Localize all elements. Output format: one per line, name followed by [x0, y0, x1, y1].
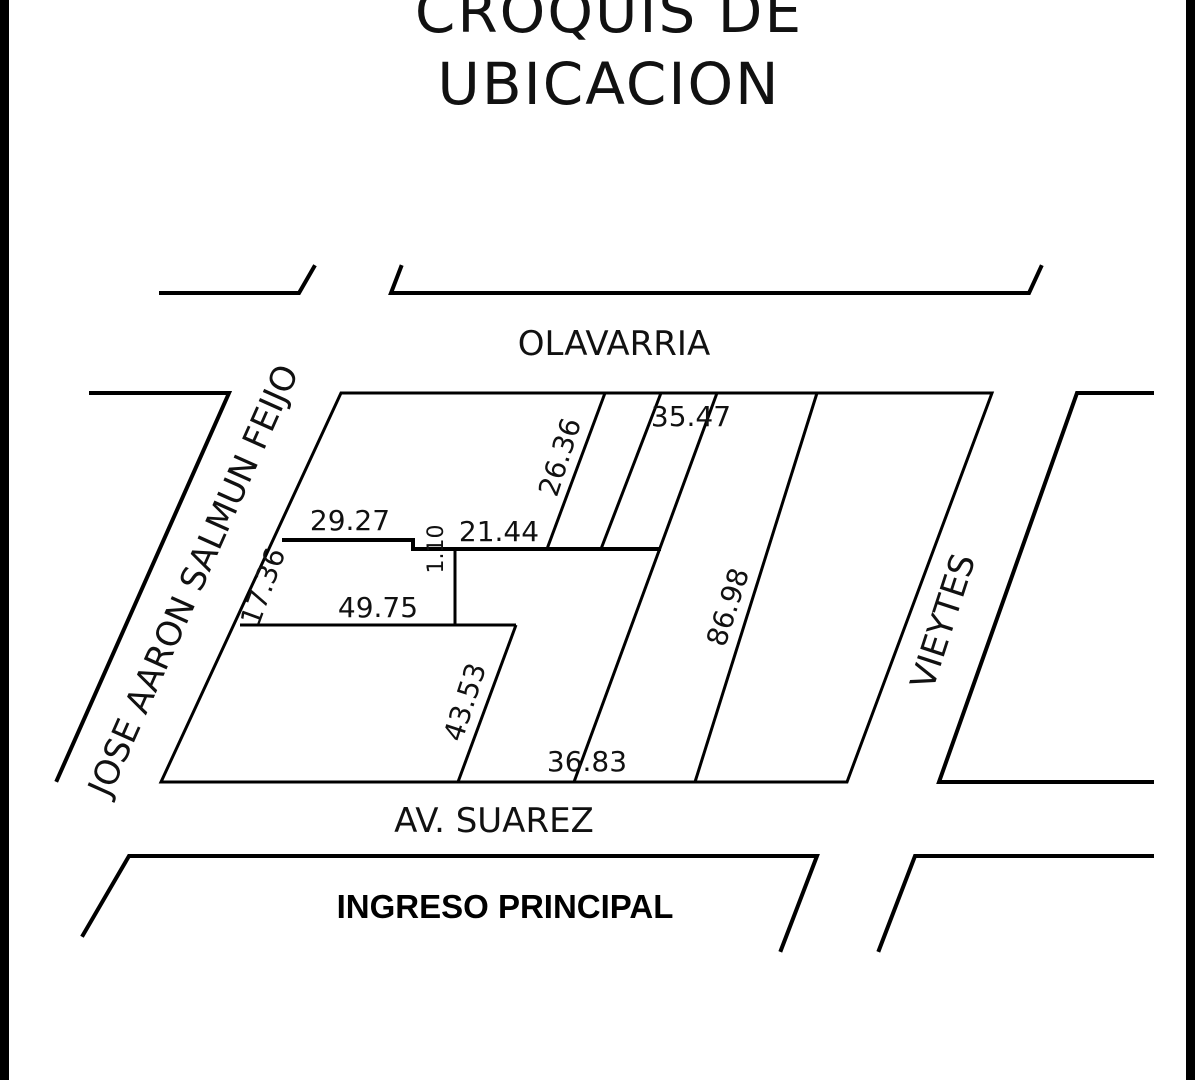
- road-edge-east: [936, 391, 1154, 784]
- dimension-label: 21.44: [459, 515, 539, 548]
- dimension-label: 86.98: [700, 564, 756, 650]
- road-edge-south-right: [876, 854, 1154, 953]
- title-line-2: UBICACION: [437, 50, 780, 118]
- site-plan-drawing: CROQUIS DE UBICACION OLAVARRIA AV. SUARE…: [54, 0, 1154, 953]
- street-label-south: AV. SUAREZ: [394, 801, 594, 841]
- dimension-label: 43.53: [437, 659, 493, 745]
- dimension-label: 29.27: [310, 504, 390, 537]
- lot-line-43-53: [456, 624, 518, 783]
- dimension-label: 1.10: [424, 525, 449, 574]
- dimension-label: 35.47: [651, 400, 731, 433]
- title-line-1: CROQUIS DE: [415, 0, 803, 46]
- road-edge-north-right: [388, 264, 1044, 295]
- road-edge-north-left: [159, 264, 317, 295]
- block-outline: [158, 391, 995, 784]
- road-edge-west-left: [54, 391, 233, 783]
- road-edge-south-left: [80, 854, 820, 953]
- lot-line-35-47: [599, 392, 663, 550]
- dimension-label: 49.75: [338, 591, 418, 624]
- lot-line-29-27: [282, 538, 661, 551]
- street-label-north: OLAVARRIA: [518, 324, 710, 364]
- dimension-label: 36.83: [547, 745, 627, 778]
- entrance-label: INGRESO PRINCIPAL: [337, 888, 674, 925]
- lot-line-center: [572, 392, 719, 783]
- dimension-label: 17.36: [234, 543, 292, 630]
- lot-line-86-98: [693, 392, 819, 783]
- lot-line-26-36: [545, 392, 607, 550]
- street-label-east: VIEYTES: [903, 549, 984, 694]
